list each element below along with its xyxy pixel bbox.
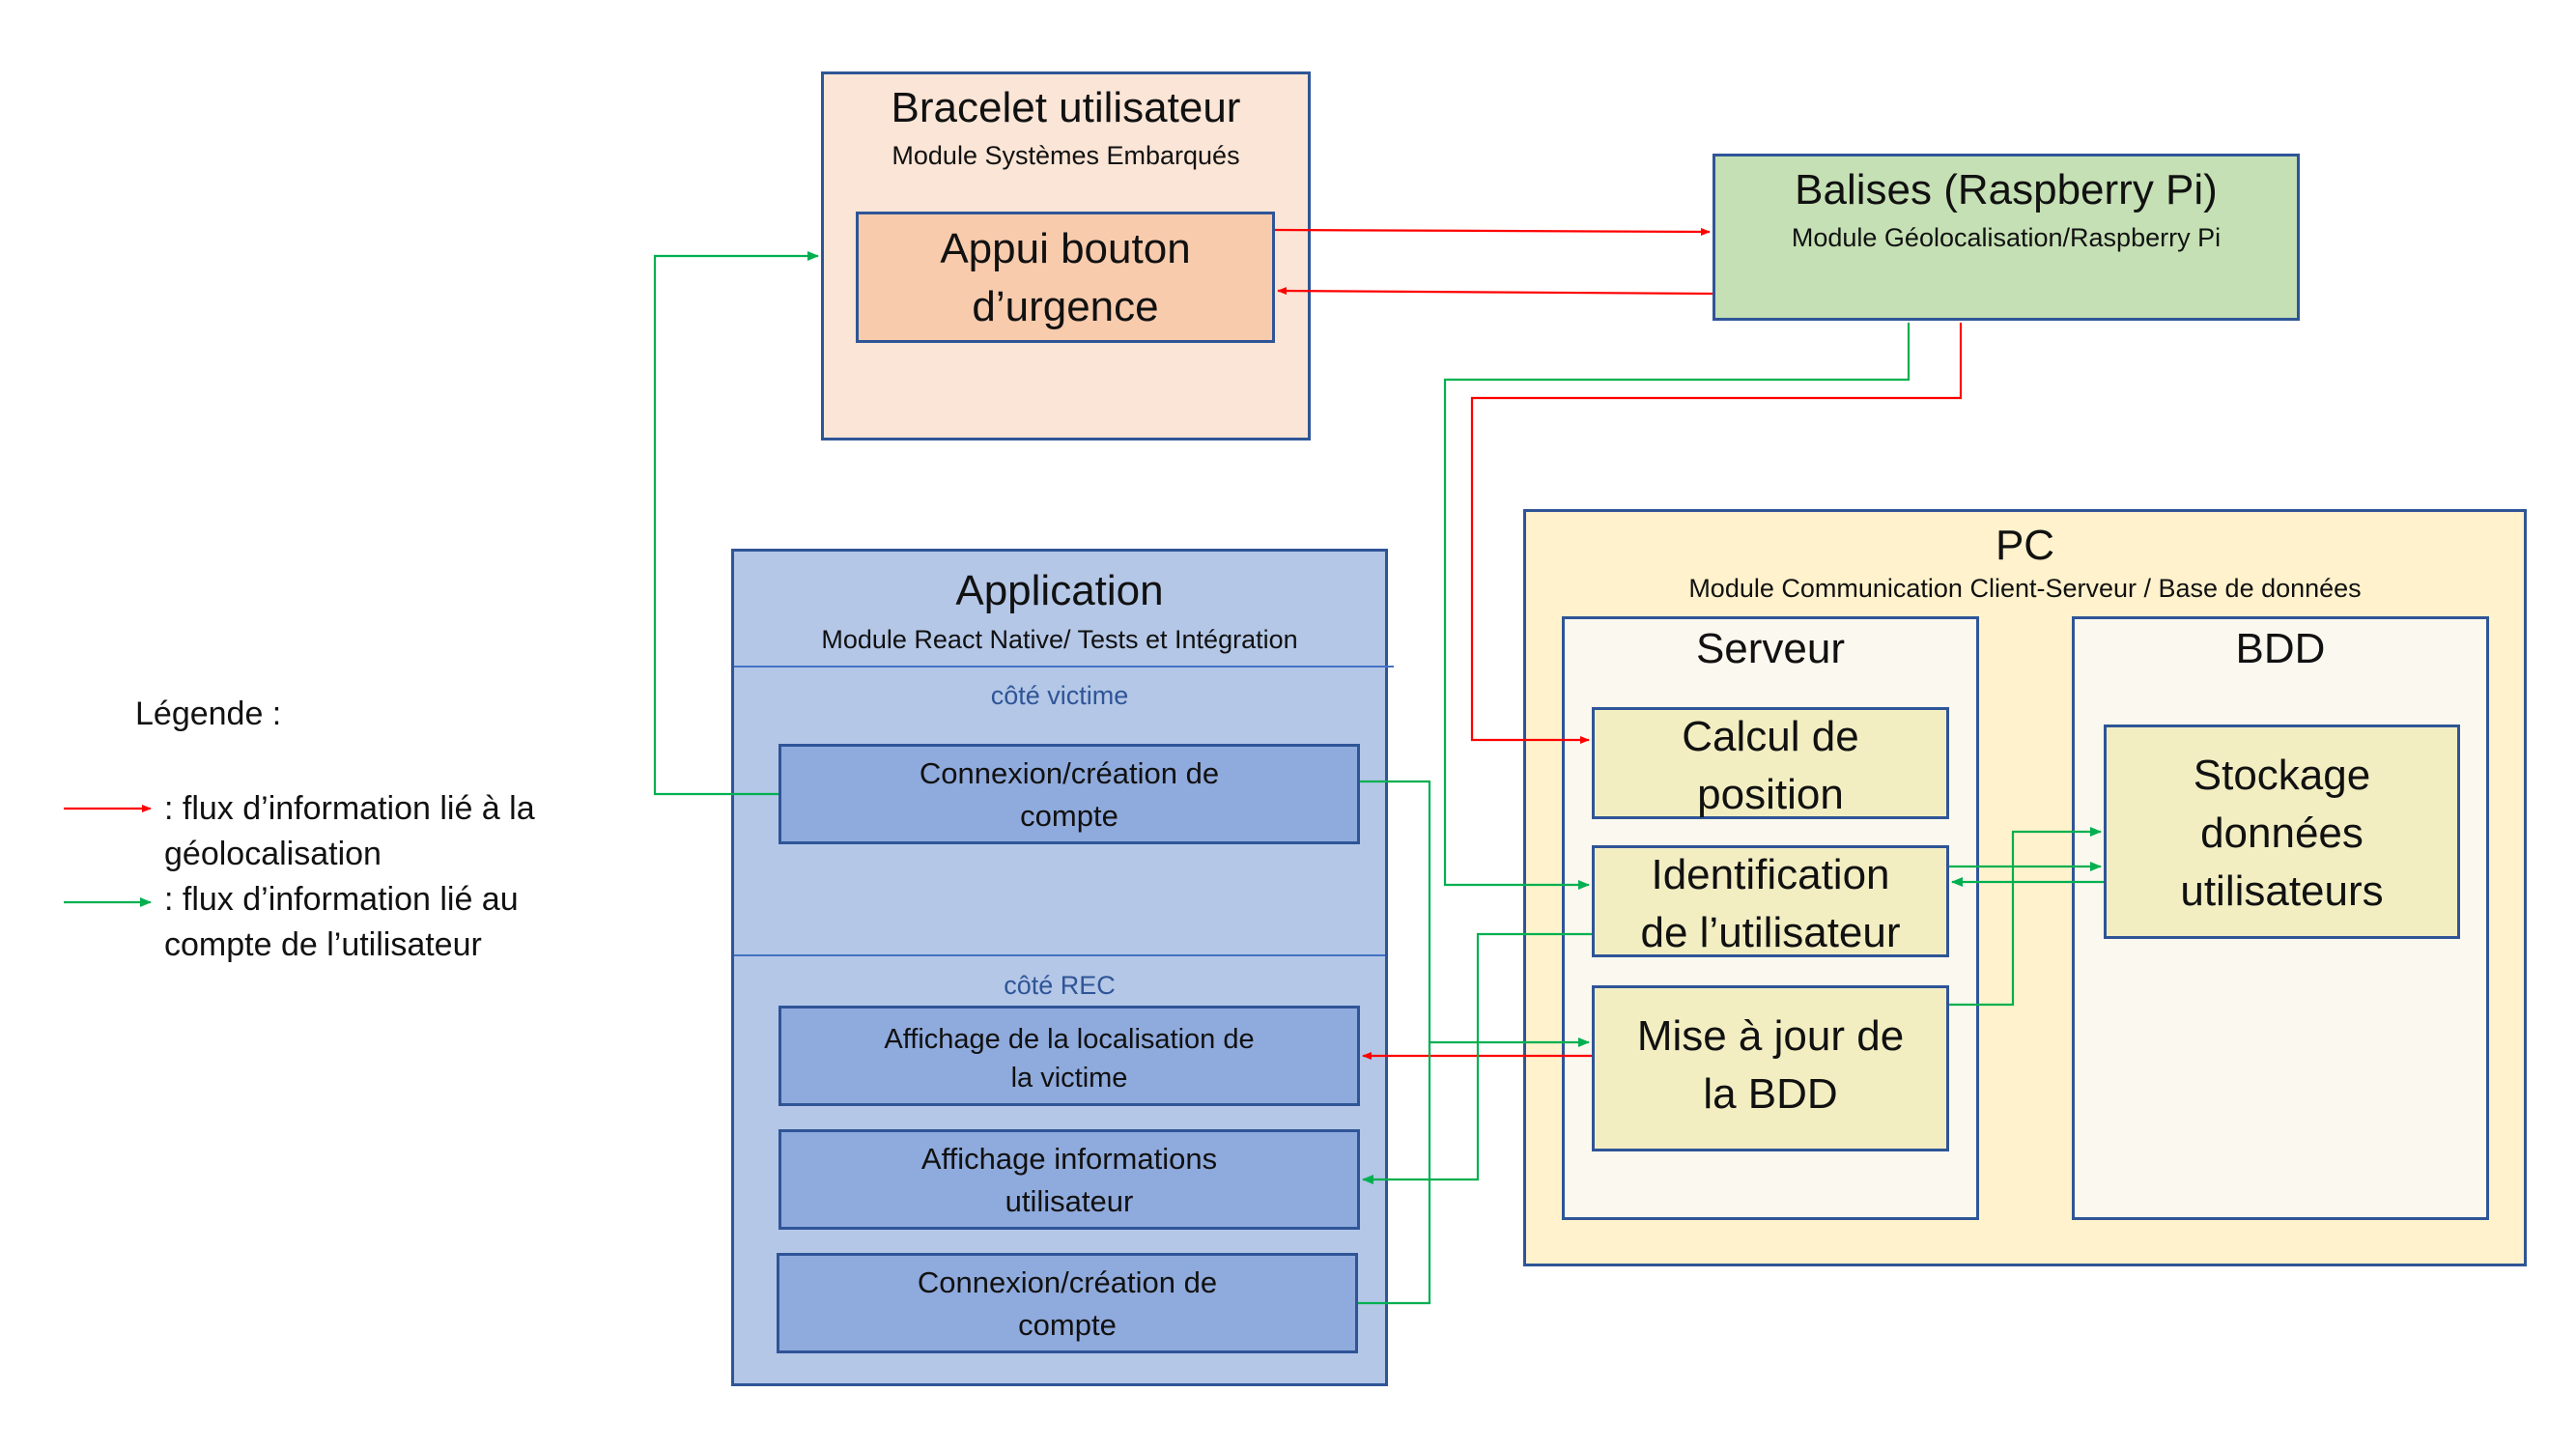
- calcul-position-node: Calcul de position: [1592, 707, 1949, 819]
- application-subtitle: Module React Native/ Tests et Intégratio…: [821, 625, 1298, 654]
- stockage-node: Stockage données utilisateurs: [2104, 724, 2460, 939]
- emergency-button-node: Appui bouton d’urgence: [856, 212, 1275, 343]
- bracelet-title: Bracelet utilisateur: [891, 84, 1241, 131]
- balises-subtitle: Module Géolocalisation/Raspberry Pi: [1791, 223, 2222, 252]
- emergency-button-label: Appui bouton d’urgence: [940, 225, 1191, 330]
- serveur-title: Serveur: [1695, 625, 1846, 672]
- section-victime-label: côté victime: [990, 681, 1129, 710]
- calcul-position-label: Calcul de position: [1682, 713, 1859, 818]
- connexion-victime-node[interactable]: Connexion/création de compte: [778, 744, 1360, 844]
- mise-a-jour-label: Mise à jour de la BDD: [1636, 1012, 1905, 1118]
- section-rec-label: côté REC: [1004, 971, 1116, 1000]
- balises-title: Balises (Raspberry Pi): [1795, 166, 2218, 213]
- affichage-infos-node[interactable]: Affichage informations utilisateur: [778, 1129, 1360, 1230]
- application-divider-mid: [734, 954, 1385, 956]
- legend: Légende : : flux d’information lié à la …: [116, 686, 618, 976]
- legend-green-text: : flux d’information lié au compte de l’…: [164, 881, 519, 963]
- wire-button-to-balises: [1274, 227, 1711, 236]
- affichage-localisation-node[interactable]: Affichage de la localisation de la victi…: [778, 1006, 1360, 1106]
- legend-red-text: : flux d’information lié à la géolocalis…: [164, 790, 535, 872]
- identification-node: Identification de l’utilisateur: [1592, 845, 1949, 957]
- connexion-rec-node[interactable]: Connexion/création de compte: [777, 1253, 1358, 1353]
- pc-subtitle: Module Communication Client-Serveur / Ba…: [1688, 574, 2362, 603]
- identification-label: Identification de l’utilisateur: [1640, 851, 1901, 956]
- application-divider-top: [734, 666, 1394, 668]
- affichage-localisation-label: Affichage de la localisation de la victi…: [884, 1024, 1255, 1094]
- bdd-title: BDD: [2235, 625, 2326, 672]
- application-title: Application: [955, 567, 1164, 614]
- affichage-infos-label: Affichage informations utilisateur: [920, 1142, 1218, 1218]
- pc-title: PC: [1995, 522, 2055, 569]
- stockage-label: Stockage données utilisateurs: [2180, 752, 2384, 915]
- mise-a-jour-node: Mise à jour de la BDD: [1592, 985, 1949, 1151]
- connexion-victime-label: Connexion/création de compte: [919, 756, 1220, 833]
- legend-title: Légende :: [135, 696, 282, 732]
- wire-balises-to-button: [1277, 287, 1713, 296]
- balises-module: Balises (Raspberry Pi) Module Géolocalis…: [1713, 154, 2300, 321]
- connexion-rec-label: Connexion/création de compte: [917, 1265, 1218, 1342]
- bracelet-subtitle: Module Systèmes Embarqués: [892, 141, 1240, 170]
